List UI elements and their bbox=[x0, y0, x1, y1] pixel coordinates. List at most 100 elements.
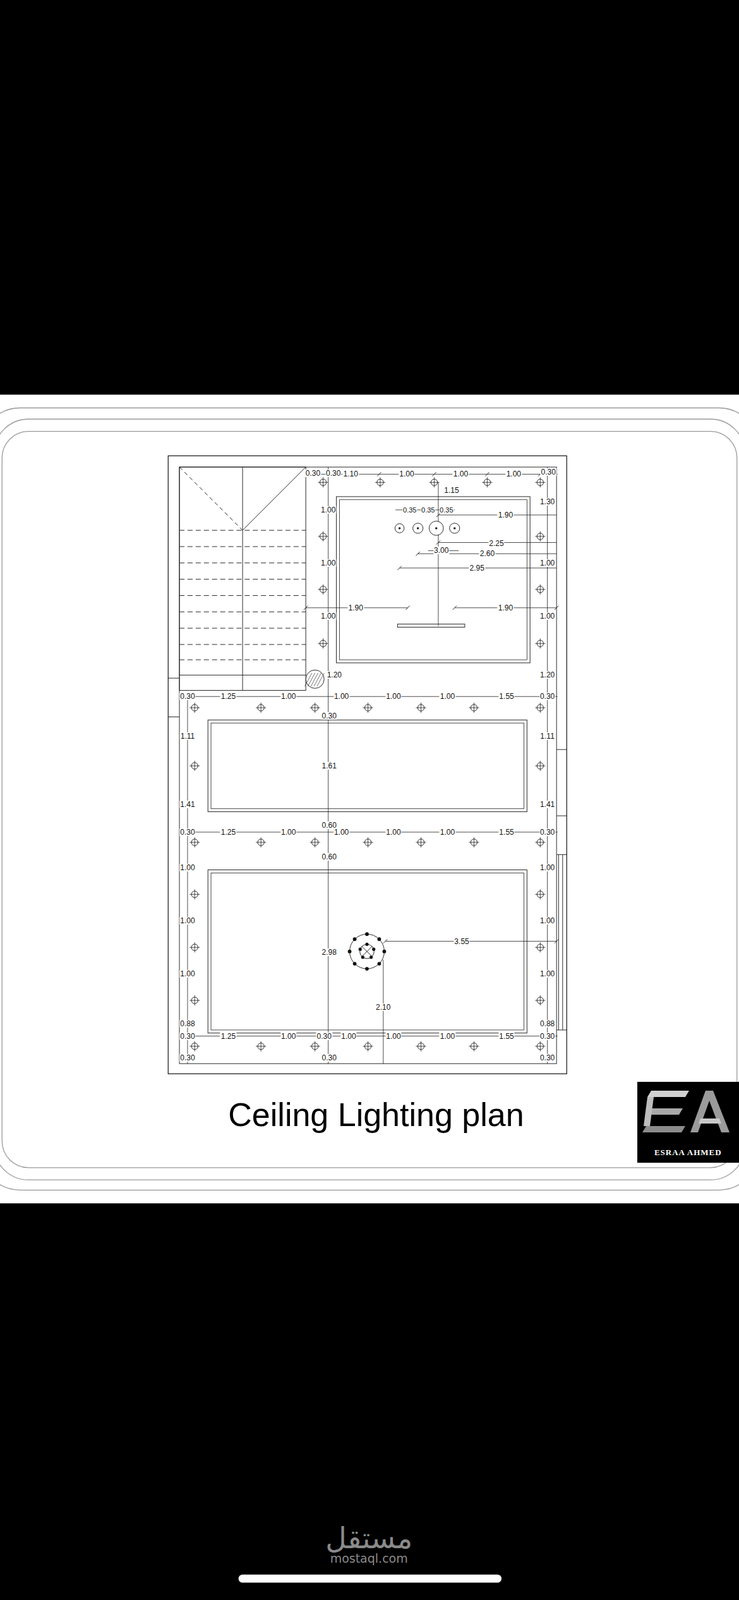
dimension-label: 0.30 bbox=[321, 1053, 338, 1062]
dimension-label: 2.25 bbox=[488, 539, 505, 547]
spot-light bbox=[363, 836, 374, 848]
stair-arrow bbox=[179, 466, 243, 530]
dimension-label: 1.00 bbox=[539, 916, 556, 925]
hatch-line bbox=[305, 672, 313, 686]
dimension-label: 1.61 bbox=[321, 761, 338, 770]
dimension-label: 1.90 bbox=[348, 603, 364, 612]
dimension-label: 1.00 bbox=[385, 1032, 402, 1040]
window-line bbox=[558, 853, 559, 1030]
dimension-label: 0.30 bbox=[179, 1032, 196, 1040]
dimension-label: 1.00 bbox=[320, 505, 337, 514]
spot-light-cross bbox=[540, 584, 541, 595]
inner-wall bbox=[179, 466, 557, 1064]
dimension-label: 1.90 bbox=[497, 603, 514, 612]
spot-light bbox=[428, 476, 439, 487]
dimension-label: 3.00 bbox=[433, 546, 450, 554]
dimension-label: 1.00 bbox=[439, 828, 456, 836]
spot-light-cross bbox=[540, 760, 541, 771]
door-jamb bbox=[556, 749, 567, 750]
dimension-tick bbox=[436, 512, 441, 517]
spot-light bbox=[534, 531, 546, 542]
dimension-label: 1.41 bbox=[179, 800, 196, 808]
spot-light-cross bbox=[260, 1040, 262, 1052]
dimension-tick bbox=[485, 471, 489, 476]
spot-light bbox=[534, 702, 546, 713]
spot-light bbox=[363, 702, 374, 713]
dimension-label: 0.30 bbox=[179, 1053, 196, 1062]
chandelier-bulb bbox=[348, 949, 352, 954]
frame-line bbox=[1, 431, 738, 1168]
dimension-label: 1.25 bbox=[220, 1032, 237, 1040]
dimension-tick bbox=[554, 938, 559, 943]
dimension-tick bbox=[452, 605, 457, 610]
stair-step bbox=[179, 611, 306, 613]
dimension-label: 1.20 bbox=[539, 670, 556, 679]
spot-light bbox=[534, 476, 546, 487]
dimension-label: 1.00 bbox=[333, 692, 350, 700]
home-indicator bbox=[238, 1574, 502, 1583]
dimension-tick bbox=[436, 540, 441, 544]
spot-light-cross bbox=[473, 702, 475, 713]
dimension-tick bbox=[405, 605, 410, 610]
spot-light bbox=[255, 1040, 266, 1052]
spot-light-cross bbox=[540, 476, 541, 487]
spot-light-cross bbox=[540, 637, 541, 649]
dimension-label: 1.00 bbox=[320, 558, 337, 567]
dimension-label: 1.00 bbox=[179, 916, 196, 925]
spot-light-cross bbox=[473, 836, 475, 848]
spot-light-cross bbox=[540, 702, 541, 713]
spot-light bbox=[534, 836, 546, 848]
chandelier-bulb bbox=[377, 961, 381, 966]
stair-step bbox=[179, 545, 306, 547]
spot-light-cross bbox=[473, 1040, 475, 1052]
stair-landing bbox=[179, 674, 306, 676]
chandelier-cross bbox=[361, 946, 373, 957]
spot-light-cross bbox=[194, 994, 196, 1005]
dimension-label: 0.30 bbox=[539, 1032, 556, 1040]
chandelier-bulb bbox=[369, 955, 373, 959]
pendant-dot bbox=[435, 526, 438, 530]
pendant-ring bbox=[428, 521, 444, 536]
frame-line bbox=[0, 408, 739, 1190]
dimension-tick bbox=[554, 605, 559, 610]
spot-light-cross bbox=[540, 1040, 541, 1052]
spot-light bbox=[189, 994, 200, 1005]
dimension-label: 2.10 bbox=[375, 1003, 391, 1011]
dimension-tick bbox=[377, 471, 381, 476]
spot-light-cross bbox=[420, 702, 422, 713]
spot-light bbox=[468, 702, 479, 713]
spot-light bbox=[318, 637, 329, 649]
pendant-ring bbox=[413, 522, 424, 534]
logo-name: ESRAA AHMED bbox=[637, 1147, 739, 1157]
spot-light-cross bbox=[540, 888, 541, 899]
chandelier-bulb bbox=[353, 961, 357, 966]
dimension-label: 0.30 bbox=[179, 828, 196, 836]
spot-light-cross bbox=[540, 941, 541, 952]
logo-box: ESRAA AHMED bbox=[637, 1081, 739, 1162]
dimension-label: 1.00 bbox=[280, 828, 297, 836]
spot-light-cross bbox=[367, 836, 369, 848]
spot-light bbox=[468, 1040, 479, 1052]
dimension-label: 0.30 bbox=[539, 1053, 556, 1062]
dimension-label: 1.00 bbox=[452, 469, 469, 478]
dimension-label: 1.00 bbox=[385, 692, 402, 700]
spot-lights bbox=[189, 476, 546, 1052]
watermark: مستقل bbox=[324, 1522, 414, 1552]
ceiling-panel bbox=[207, 719, 527, 812]
spot-light-cross bbox=[420, 836, 422, 848]
spot-light bbox=[534, 637, 546, 649]
dimension-label: 1.00 bbox=[280, 1032, 297, 1040]
ceiling-panel bbox=[336, 496, 531, 663]
window-line bbox=[556, 853, 567, 855]
spot-light-cross bbox=[322, 584, 324, 595]
pendant-lights bbox=[394, 521, 460, 536]
dimension-label: 1.00 bbox=[340, 1032, 357, 1040]
spot-light-cross bbox=[367, 702, 369, 713]
spot-light-cross bbox=[540, 994, 541, 1005]
sheet-background bbox=[0, 394, 739, 1204]
stair-step bbox=[179, 578, 306, 580]
spot-light bbox=[189, 836, 200, 848]
dimension-label: 1.30 bbox=[539, 497, 556, 506]
dimension-label: 0.88 bbox=[539, 1019, 556, 1028]
spot-light bbox=[375, 476, 386, 487]
